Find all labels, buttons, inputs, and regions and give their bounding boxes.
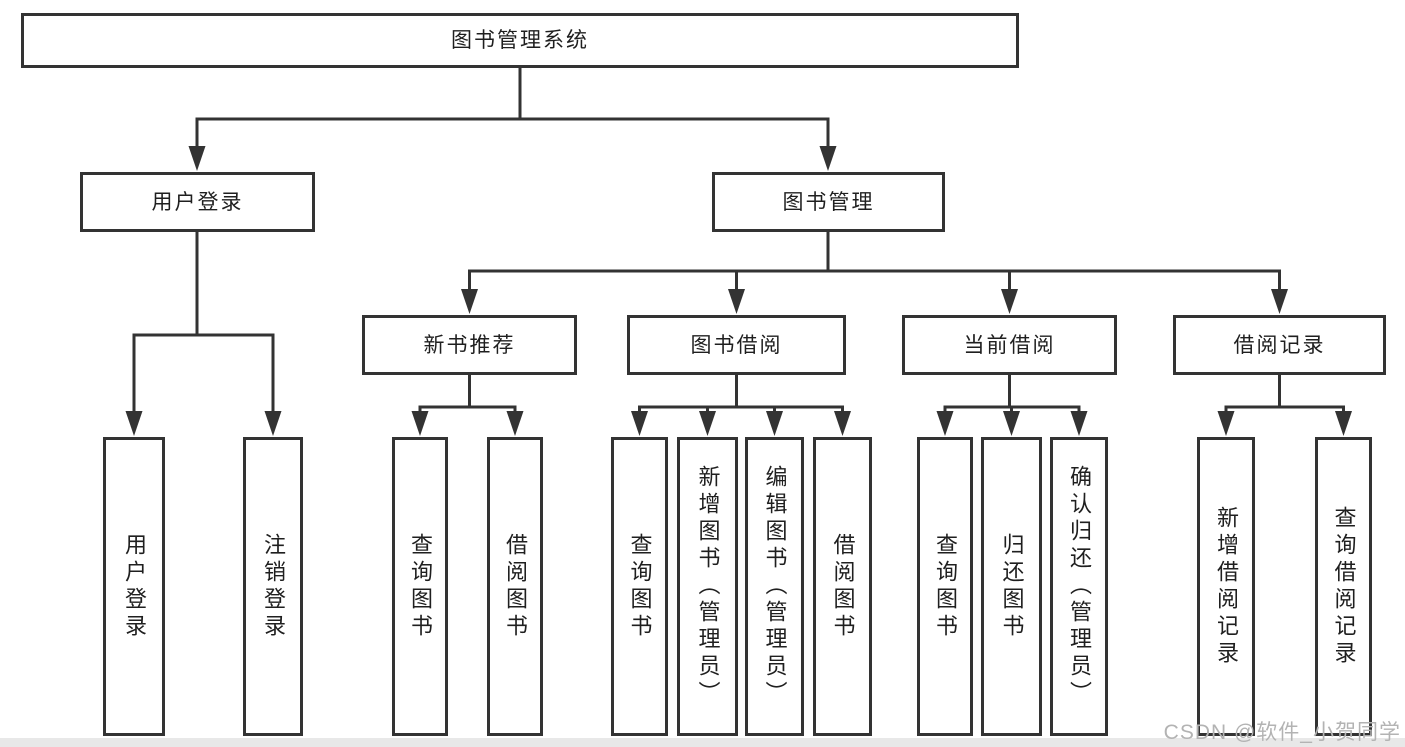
node-borrowing-records: 借阅记录 <box>1173 315 1386 375</box>
leaf-return-book: 归还图书 <box>981 437 1042 736</box>
leaf-query-borrow-record: 查询借阅记录 <box>1315 437 1372 736</box>
node-current-borrowing: 当前借阅 <box>902 315 1117 375</box>
leaf-user-login: 用户登录 <box>103 437 165 736</box>
leaf-edit-book-admin: 编辑图书（管理员） <box>745 437 804 736</box>
footer-strip <box>0 738 1405 747</box>
node-book-borrowing: 图书借阅 <box>627 315 846 375</box>
leaf-borrow-books-borrow: 借阅图书 <box>813 437 872 736</box>
node-library-management-system: 图书管理系统 <box>21 13 1019 68</box>
leaf-confirm-return-admin: 确认归还（管理员） <box>1050 437 1108 736</box>
node-user-login: 用户登录 <box>80 172 315 232</box>
node-book-management: 图书管理 <box>712 172 945 232</box>
leaf-logout: 注销登录 <box>243 437 303 736</box>
leaf-query-books-borrow: 查询图书 <box>611 437 668 736</box>
node-new-book-recommend: 新书推荐 <box>362 315 577 375</box>
leaf-borrow-books-newrec: 借阅图书 <box>487 437 543 736</box>
leaf-query-books-current: 查询图书 <box>917 437 973 736</box>
csdn-watermark: CSDN @软件_小贺同学 <box>1163 721 1401 744</box>
leaf-add-book-admin: 新增图书（管理员） <box>677 437 738 736</box>
leaf-add-borrow-record: 新增借阅记录 <box>1197 437 1255 736</box>
leaf-query-books-newrec: 查询图书 <box>392 437 448 736</box>
